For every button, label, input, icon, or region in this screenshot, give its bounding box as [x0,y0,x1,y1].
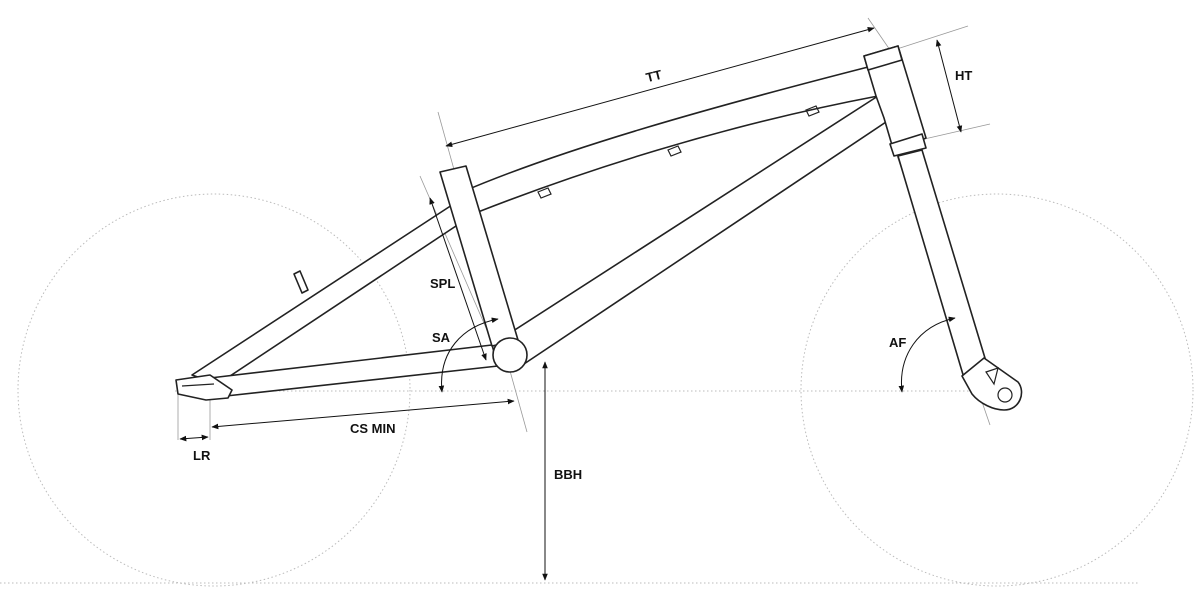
fork-dropout-slot [985,367,999,386]
bottom-bracket [492,337,528,373]
cable-guide-1 [537,187,552,199]
cable-guide-2 [667,145,682,157]
sa-label: SA [432,330,451,345]
tt-dimension [445,26,875,148]
ht-extension-top [899,25,969,49]
head-tube-bottom-cap [889,133,927,157]
bike-frame [175,45,1023,411]
af-label: AF [889,335,906,350]
rear-wheel [17,193,411,587]
lr-dimension [179,434,209,442]
spl-label: SPL [430,276,455,291]
lr-label: LR [193,448,211,463]
ht-dimension [935,39,963,133]
fork-leg [897,149,989,379]
rear-dropout-slot [181,383,215,387]
bbh-label: BBH [554,467,582,482]
front-wheel [800,193,1194,587]
tt-extension-front [867,17,891,51]
tt-label: TT [644,67,663,85]
fork-dropout [961,357,1023,411]
af-arc [898,316,956,393]
ht-extension-bottom [919,123,991,141]
rear-dropout [175,374,233,401]
fork-axle [997,387,1013,403]
brake-post [293,270,309,294]
ht-label: HT [955,68,972,83]
sa-arc [438,317,499,393]
cs-min-dimension [211,398,515,430]
cs-min-label: CS MIN [350,421,396,436]
